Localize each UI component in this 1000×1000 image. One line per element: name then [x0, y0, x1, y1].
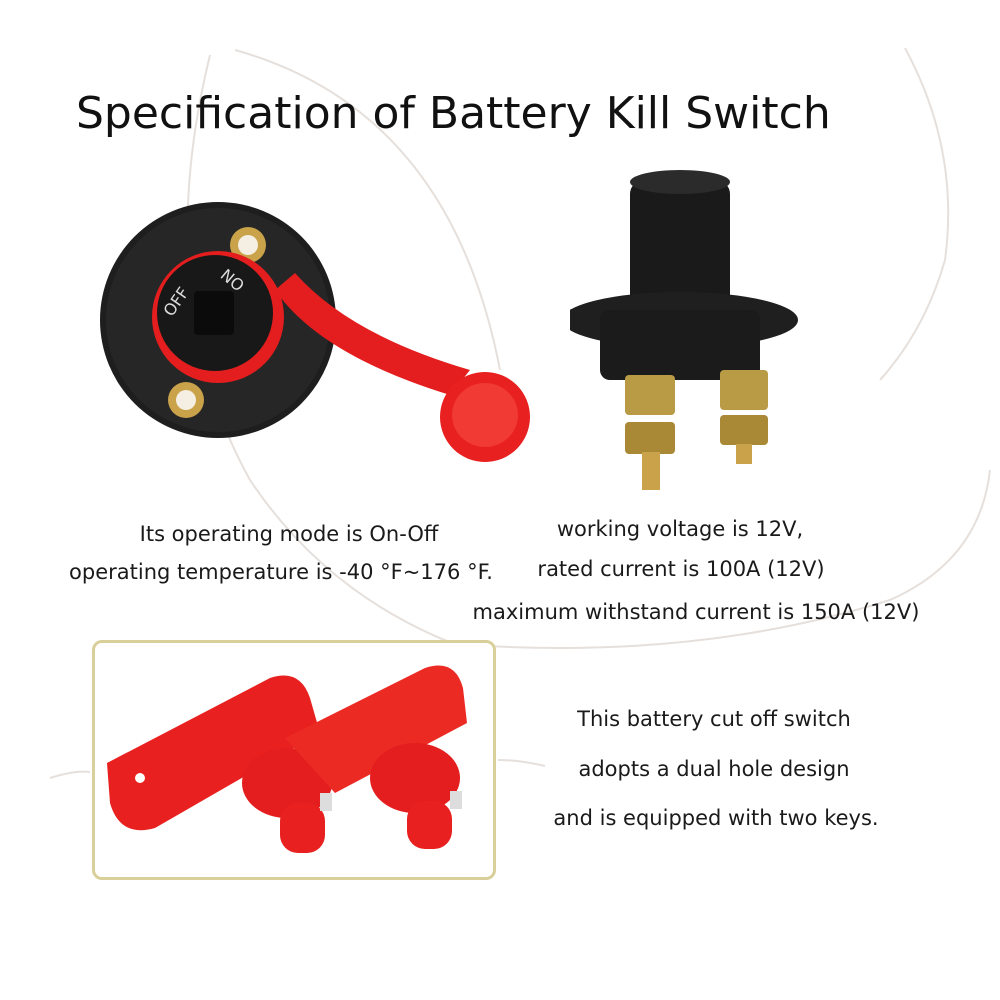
keys-photo-frame [92, 640, 496, 880]
switch-front-photo: OFF NO [100, 202, 530, 462]
operating-temperature-text: operating temperature is -40 °F~176 °F. [69, 560, 493, 584]
page-title: Specification of Battery Kill Switch [76, 88, 831, 139]
two-keys-text: and is equipped with two keys. [553, 806, 879, 830]
switch-side-photo [570, 170, 798, 490]
dual-hole-text: adopts a dual hole design [578, 757, 850, 781]
operating-mode-text: Its operating mode is On-Off [139, 522, 439, 546]
rated-current-text: rated current is 100A (12V) [537, 557, 825, 581]
keys-photo [107, 665, 467, 853]
cutoff-switch-text: This battery cut off switch [577, 707, 851, 731]
working-voltage-text: working voltage is 12V, [556, 517, 804, 541]
max-withstand-current-text: maximum withstand current is 150A (12V) [472, 600, 920, 624]
